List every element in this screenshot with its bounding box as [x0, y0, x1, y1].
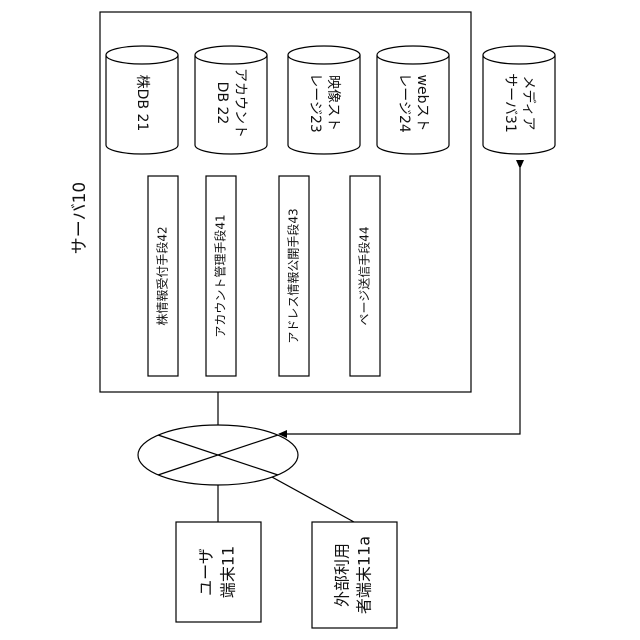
storage-account-db-label-1: アカウント: [232, 68, 248, 138]
module-account-manager: アカウント管理手段41: [206, 176, 236, 376]
storage-video-label-1: 映像スト: [325, 75, 341, 131]
external-terminal-label-1: 外部利用: [333, 543, 352, 607]
media-server-label-2: サーバ31: [502, 73, 518, 133]
media-server-label-1: メディア: [520, 75, 537, 130]
external-user-terminal: 外部利用 者端末11a: [312, 522, 397, 628]
storage-web: webスト レージ24: [377, 46, 449, 154]
module-address-publisher: アドレス情報公開手段43: [279, 176, 309, 376]
module-stock-info-receiver-label: 株情報受付手段42: [155, 226, 170, 325]
storage-video: 映像スト レージ23: [288, 46, 360, 154]
storage-web-label-1: webスト: [414, 75, 430, 132]
module-address-publisher-label: アドレス情報公開手段43: [286, 208, 301, 343]
module-account-manager-label: アカウント管理手段41: [213, 214, 228, 337]
storage-stock-db: 株DB 21: [106, 46, 178, 154]
module-stock-info-receiver: 株情報受付手段42: [148, 176, 178, 376]
storage-stock-db-label: 株DB 21: [134, 75, 150, 132]
storage-account-db-label-2: DB 22: [214, 82, 230, 125]
user-terminal: ユーザ 端末11: [176, 522, 261, 622]
storage-account-db: アカウント DB 22: [195, 46, 267, 154]
media-server: メディア サーバ31: [483, 46, 555, 154]
module-page-sender: ページ送信手段44: [350, 176, 380, 376]
network-node: [138, 425, 298, 485]
media-network-link: [279, 168, 520, 434]
external-terminal-label-2: 者端末11a: [355, 536, 374, 614]
server-label: サーバ10: [70, 182, 90, 254]
storage-web-label-2: レージ24: [396, 73, 412, 133]
module-page-sender-label: ページ送信手段44: [357, 226, 372, 325]
storage-video-label-2: レージ23: [307, 73, 323, 133]
user-terminal-label-1: ユーザ: [197, 548, 216, 596]
user-terminal-label-2: 端末11: [219, 546, 238, 598]
